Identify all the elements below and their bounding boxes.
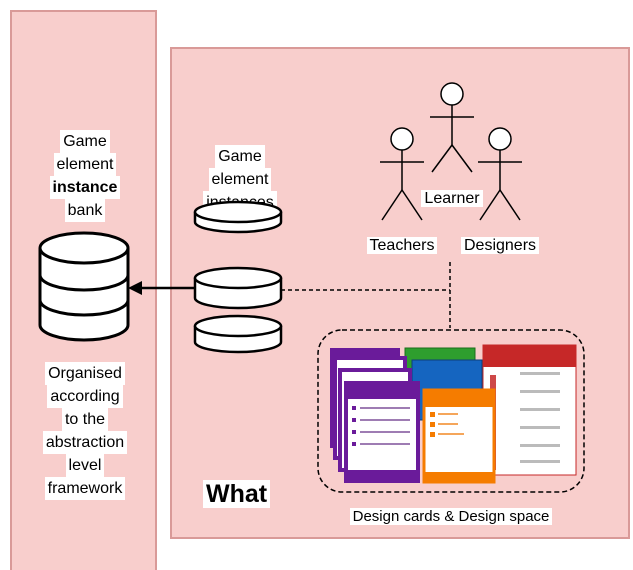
learner-label: Learner: [412, 187, 492, 210]
learner-text: Learner: [421, 190, 483, 207]
instance-bank-line: Game: [60, 130, 110, 153]
teachers-text: Teachers: [366, 237, 438, 254]
designers-text: Designers: [460, 237, 540, 254]
arrow-to-bank: [128, 281, 195, 295]
instance-cylinder: [193, 314, 283, 354]
what-label: What: [203, 480, 271, 509]
design-space-sheet: [482, 344, 577, 476]
instance-bank-line: bank: [64, 199, 106, 222]
teachers-label: Teachers: [358, 234, 446, 257]
instance-bank-label: Game element instance bank: [40, 130, 130, 222]
instance-bank-line: element: [53, 153, 117, 176]
teacher-figure: [380, 127, 424, 221]
instance-cylinder: [193, 200, 283, 234]
designers-label: Designers: [454, 234, 546, 257]
note-line: level: [65, 454, 105, 477]
caption-text: Design cards & Design space: [349, 508, 553, 525]
learner-figure: [430, 82, 474, 173]
note-line: according: [47, 385, 123, 408]
note-line: abstraction: [42, 431, 128, 454]
designer-figure: [478, 127, 522, 221]
instances-line: Game: [215, 145, 265, 168]
design-card-purple-front: [344, 381, 420, 483]
organisation-note: Organised according to the abstraction l…: [30, 362, 140, 500]
design-cards-caption: Design cards & Design space: [318, 505, 584, 528]
database-icon: [38, 231, 130, 342]
instance-bank-line: instance: [49, 176, 121, 199]
instance-cylinder: [193, 266, 283, 310]
what-text: What: [203, 480, 271, 508]
note-line: Organised: [45, 362, 125, 385]
design-cards-box: [317, 329, 585, 493]
note-line: to the: [61, 408, 109, 431]
design-card-orange: [422, 388, 496, 484]
instances-line: element: [208, 168, 272, 191]
note-line: framework: [44, 477, 126, 500]
